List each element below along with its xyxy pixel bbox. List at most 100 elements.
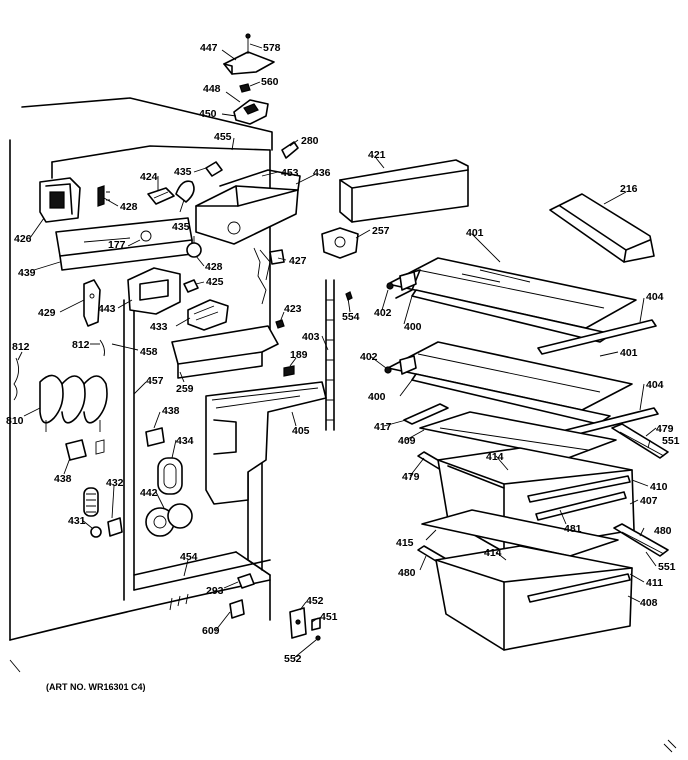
art-number-caption: (ART NO. WR16301 C4) [46, 682, 146, 692]
part-259-duct [171, 325, 279, 379]
callout-442: 442 [140, 487, 158, 499]
callout-810: 810 [6, 415, 24, 427]
callout-436: 436 [313, 167, 331, 179]
part-431-grommet [90, 526, 102, 538]
part-421-shelf-rail [339, 159, 469, 223]
part-432-spring [83, 487, 123, 537]
part-189-clip [283, 365, 295, 377]
callout-415: 415 [396, 537, 414, 549]
callout-551a: 551 [662, 435, 680, 447]
callout-450: 450 [199, 108, 217, 120]
part-293-clip [237, 573, 255, 589]
part-429-bracket [83, 279, 101, 327]
callout-414a: 414 [486, 451, 504, 463]
callout-458: 458 [140, 346, 158, 358]
callout-560: 560 [261, 76, 279, 88]
callout-429: 429 [38, 307, 56, 319]
callout-400a: 400 [404, 321, 422, 333]
corner-mark [663, 739, 677, 753]
callout-426: 426 [14, 233, 32, 245]
callout-280: 280 [301, 135, 319, 147]
callout-402a: 402 [374, 307, 392, 319]
callout-216: 216 [620, 183, 638, 195]
callout-451: 451 [320, 611, 338, 623]
callout-434: 434 [176, 435, 194, 447]
callout-554: 554 [342, 311, 360, 323]
callout-812a: 812 [12, 341, 30, 353]
callout-414b: 414 [484, 547, 502, 559]
part-447-cover [223, 33, 275, 75]
callout-401a: 401 [466, 227, 484, 239]
callout-551b: 551 [658, 561, 676, 573]
callout-447: 447 [200, 42, 218, 54]
callout-404b: 404 [646, 379, 664, 391]
callout-257: 257 [372, 225, 390, 237]
callout-439: 439 [18, 267, 36, 279]
callout-407: 407 [640, 495, 658, 507]
callout-403: 403 [302, 331, 320, 343]
part-812-wire [13, 339, 105, 401]
part-216-bin [549, 193, 655, 263]
callout-177: 177 [108, 239, 126, 251]
callout-423: 423 [284, 303, 302, 315]
callout-408: 408 [640, 597, 658, 609]
part-450-bracket [233, 99, 269, 125]
part-427-wire-harness [253, 247, 285, 305]
callout-432: 432 [106, 477, 124, 489]
callout-189: 189 [290, 349, 308, 361]
callout-400b: 400 [368, 391, 386, 403]
part-554-screw [345, 291, 353, 301]
part-403-rail [325, 279, 335, 431]
callout-480a: 480 [654, 525, 672, 537]
part-423-clip [275, 319, 285, 329]
callout-404a: 404 [646, 291, 664, 303]
callout-438b: 438 [162, 405, 180, 417]
callout-479b: 479 [402, 471, 420, 483]
callout-431: 431 [68, 515, 86, 527]
callout-421: 421 [368, 149, 386, 161]
part-442-damper [145, 503, 193, 537]
callout-401b: 401 [620, 347, 638, 359]
part-443-housing [127, 267, 181, 315]
cabinet-liner [9, 97, 273, 673]
part-257-light [321, 227, 359, 259]
part-438-connector [65, 427, 165, 461]
part-428b-thermostat [186, 236, 202, 258]
callout-433: 433 [150, 321, 168, 333]
part-810-defrost-heater [39, 374, 108, 432]
callout-435a: 435 [174, 166, 192, 178]
callout-448: 448 [203, 83, 221, 95]
callout-259: 259 [176, 383, 194, 395]
callout-481: 481 [564, 523, 582, 535]
callout-410: 410 [650, 481, 668, 493]
callout-293: 293 [206, 585, 224, 597]
part-448-screw [239, 83, 251, 93]
part-434-gasket [157, 457, 183, 495]
part-433-fan-motor [187, 299, 229, 331]
callout-578: 578 [263, 42, 281, 54]
part-609-clip [229, 599, 245, 619]
part-452-hinge [289, 607, 321, 641]
part-408-crisper-pan [435, 545, 633, 651]
callout-609: 609 [202, 625, 220, 637]
callout-457: 457 [146, 375, 164, 387]
callout-428a: 428 [120, 201, 138, 213]
part-425-block [183, 279, 199, 293]
callout-438a: 438 [54, 473, 72, 485]
callout-425: 425 [206, 276, 224, 288]
callout-443: 443 [98, 303, 116, 315]
callout-411: 411 [646, 577, 663, 589]
callout-452: 452 [306, 595, 324, 607]
part-439-panel [55, 217, 193, 271]
part-428-clip [97, 185, 110, 207]
callout-812b: 812 [72, 339, 90, 351]
part-436-fan-housing [195, 169, 301, 245]
part-426-control-housing [39, 177, 81, 223]
part-405-evaporator-cover [205, 381, 327, 505]
callout-402b: 402 [360, 351, 378, 363]
callout-480b: 480 [398, 567, 416, 579]
callout-428b: 428 [205, 261, 223, 273]
callout-409: 409 [398, 435, 416, 447]
